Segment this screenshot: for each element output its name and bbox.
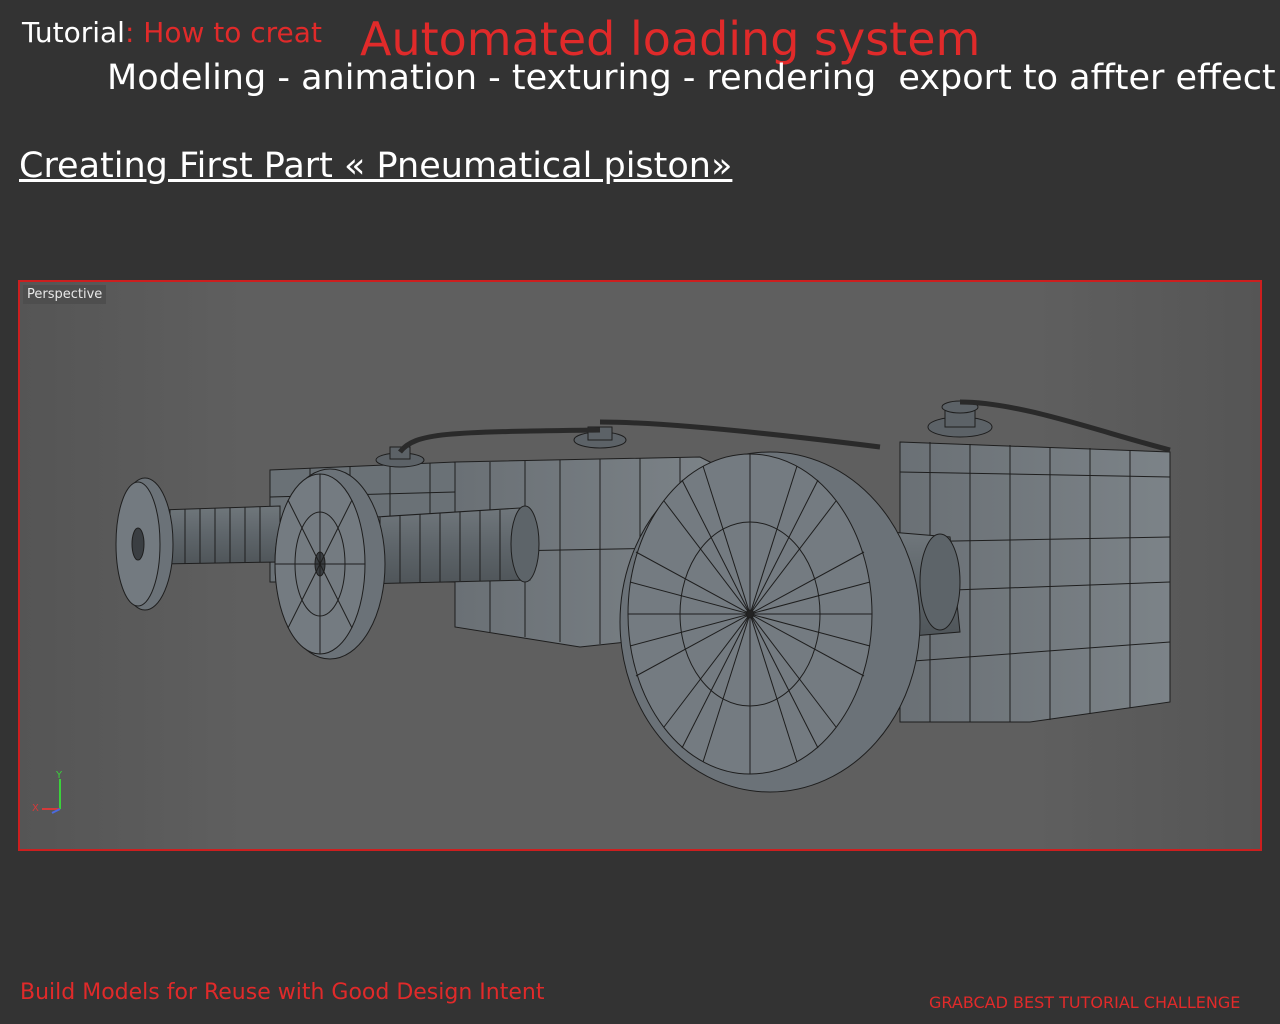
axis-gizmo-icon: Y X xyxy=(32,771,63,814)
piston-rod-medium xyxy=(274,468,540,660)
tutorial-label-suffix: : How to creat xyxy=(124,16,322,49)
piston-disc-large xyxy=(619,451,961,793)
footer-challenge: GRABCAD BEST TUTORIAL CHALLENGE xyxy=(929,993,1241,1012)
air-tubes xyxy=(398,399,1171,454)
axis-y-label: Y xyxy=(55,771,63,781)
piston-model xyxy=(115,399,1171,793)
main-title: Automated loading system xyxy=(360,12,981,66)
tutorial-label: Tutorial: How to creat xyxy=(22,16,322,49)
section-heading: Creating First Part « Pneumatical piston… xyxy=(19,146,733,186)
axis-x-label: X xyxy=(32,803,39,814)
cylinder-block-right xyxy=(899,441,1171,723)
piston-rod-small xyxy=(115,477,281,611)
tutorial-label-text: Tutorial xyxy=(22,16,125,49)
footer-tagline: Build Models for Reuse with Good Design … xyxy=(20,980,545,1005)
viewport-scene xyxy=(20,282,1260,849)
viewport-label: Perspective xyxy=(23,285,107,304)
3d-viewport[interactable]: Perspective Y X xyxy=(18,280,1262,851)
subtitle: Modeling - animation - texturing - rende… xyxy=(107,58,1276,98)
